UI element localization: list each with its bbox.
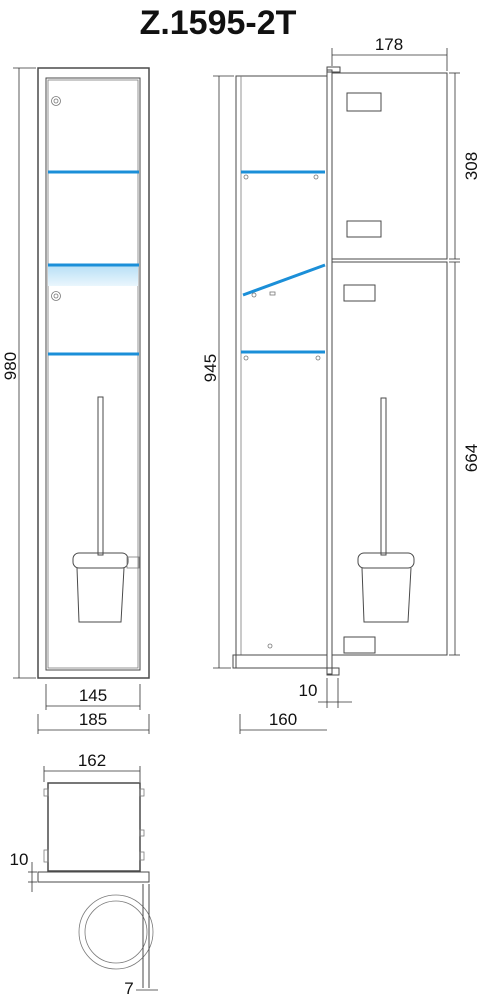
dim-height-side: 945 bbox=[201, 354, 220, 382]
dim-wall-gap: 7 bbox=[124, 979, 133, 998]
top-notch bbox=[43, 788, 49, 797]
front-view: 980 145 185 bbox=[1, 67, 150, 734]
dim-door-offset: 10 bbox=[299, 681, 318, 700]
dim-depth: 160 bbox=[269, 710, 297, 729]
mount-hole-icon bbox=[251, 292, 257, 298]
mount-hole-icon bbox=[267, 643, 273, 649]
dim-flange: 10 bbox=[10, 850, 29, 869]
top-notch bbox=[139, 851, 145, 861]
dim-top-width: 162 bbox=[78, 751, 106, 770]
dim-upper-door-height: 308 bbox=[462, 152, 481, 180]
door-handle bbox=[343, 636, 376, 654]
mount-hole-icon bbox=[315, 355, 321, 361]
side-base bbox=[232, 654, 328, 669]
paper-roll-icon bbox=[78, 894, 154, 970]
door-handle bbox=[346, 220, 382, 238]
hinge-icon bbox=[53, 293, 59, 299]
side-shelf-tilted bbox=[242, 263, 326, 297]
front-inner-edge bbox=[47, 79, 139, 669]
dim-lower-door-height: 664 bbox=[462, 444, 481, 472]
mount-hole-icon bbox=[243, 174, 249, 180]
door-view: 178 308 664 bbox=[331, 35, 481, 656]
side-view: 945 10 160 bbox=[201, 66, 352, 734]
front-inner-frame bbox=[45, 77, 141, 671]
dim-outer-width: 185 bbox=[79, 710, 107, 729]
top-flange bbox=[37, 871, 150, 883]
top-body bbox=[47, 782, 141, 872]
top-notch bbox=[43, 849, 49, 863]
front-outer-frame bbox=[37, 67, 150, 679]
mount-hole-icon bbox=[243, 355, 249, 361]
side-body bbox=[235, 75, 328, 669]
door-rail-foot bbox=[326, 667, 340, 676]
top-notch bbox=[139, 829, 145, 837]
shelf-glow bbox=[48, 266, 138, 286]
lower-door bbox=[331, 261, 448, 656]
door-handle bbox=[343, 284, 376, 302]
top-view: 162 10 7 bbox=[10, 751, 158, 998]
mount-hole-icon bbox=[269, 291, 276, 296]
door-rail bbox=[326, 69, 333, 675]
dim-height-front: 980 bbox=[1, 352, 20, 380]
door-handle bbox=[346, 92, 382, 112]
door-rail-cap bbox=[326, 66, 341, 73]
upper-door bbox=[331, 72, 448, 260]
dim-door-width: 178 bbox=[375, 35, 403, 54]
model-title: Z.1595-2T bbox=[140, 4, 297, 42]
hinge-icon bbox=[53, 98, 59, 104]
toilet-brush-icon bbox=[357, 397, 415, 623]
top-notch bbox=[139, 788, 145, 797]
mount-hole-icon bbox=[313, 174, 319, 180]
toilet-brush-icon bbox=[72, 396, 141, 623]
dim-inner-width: 145 bbox=[79, 686, 107, 705]
